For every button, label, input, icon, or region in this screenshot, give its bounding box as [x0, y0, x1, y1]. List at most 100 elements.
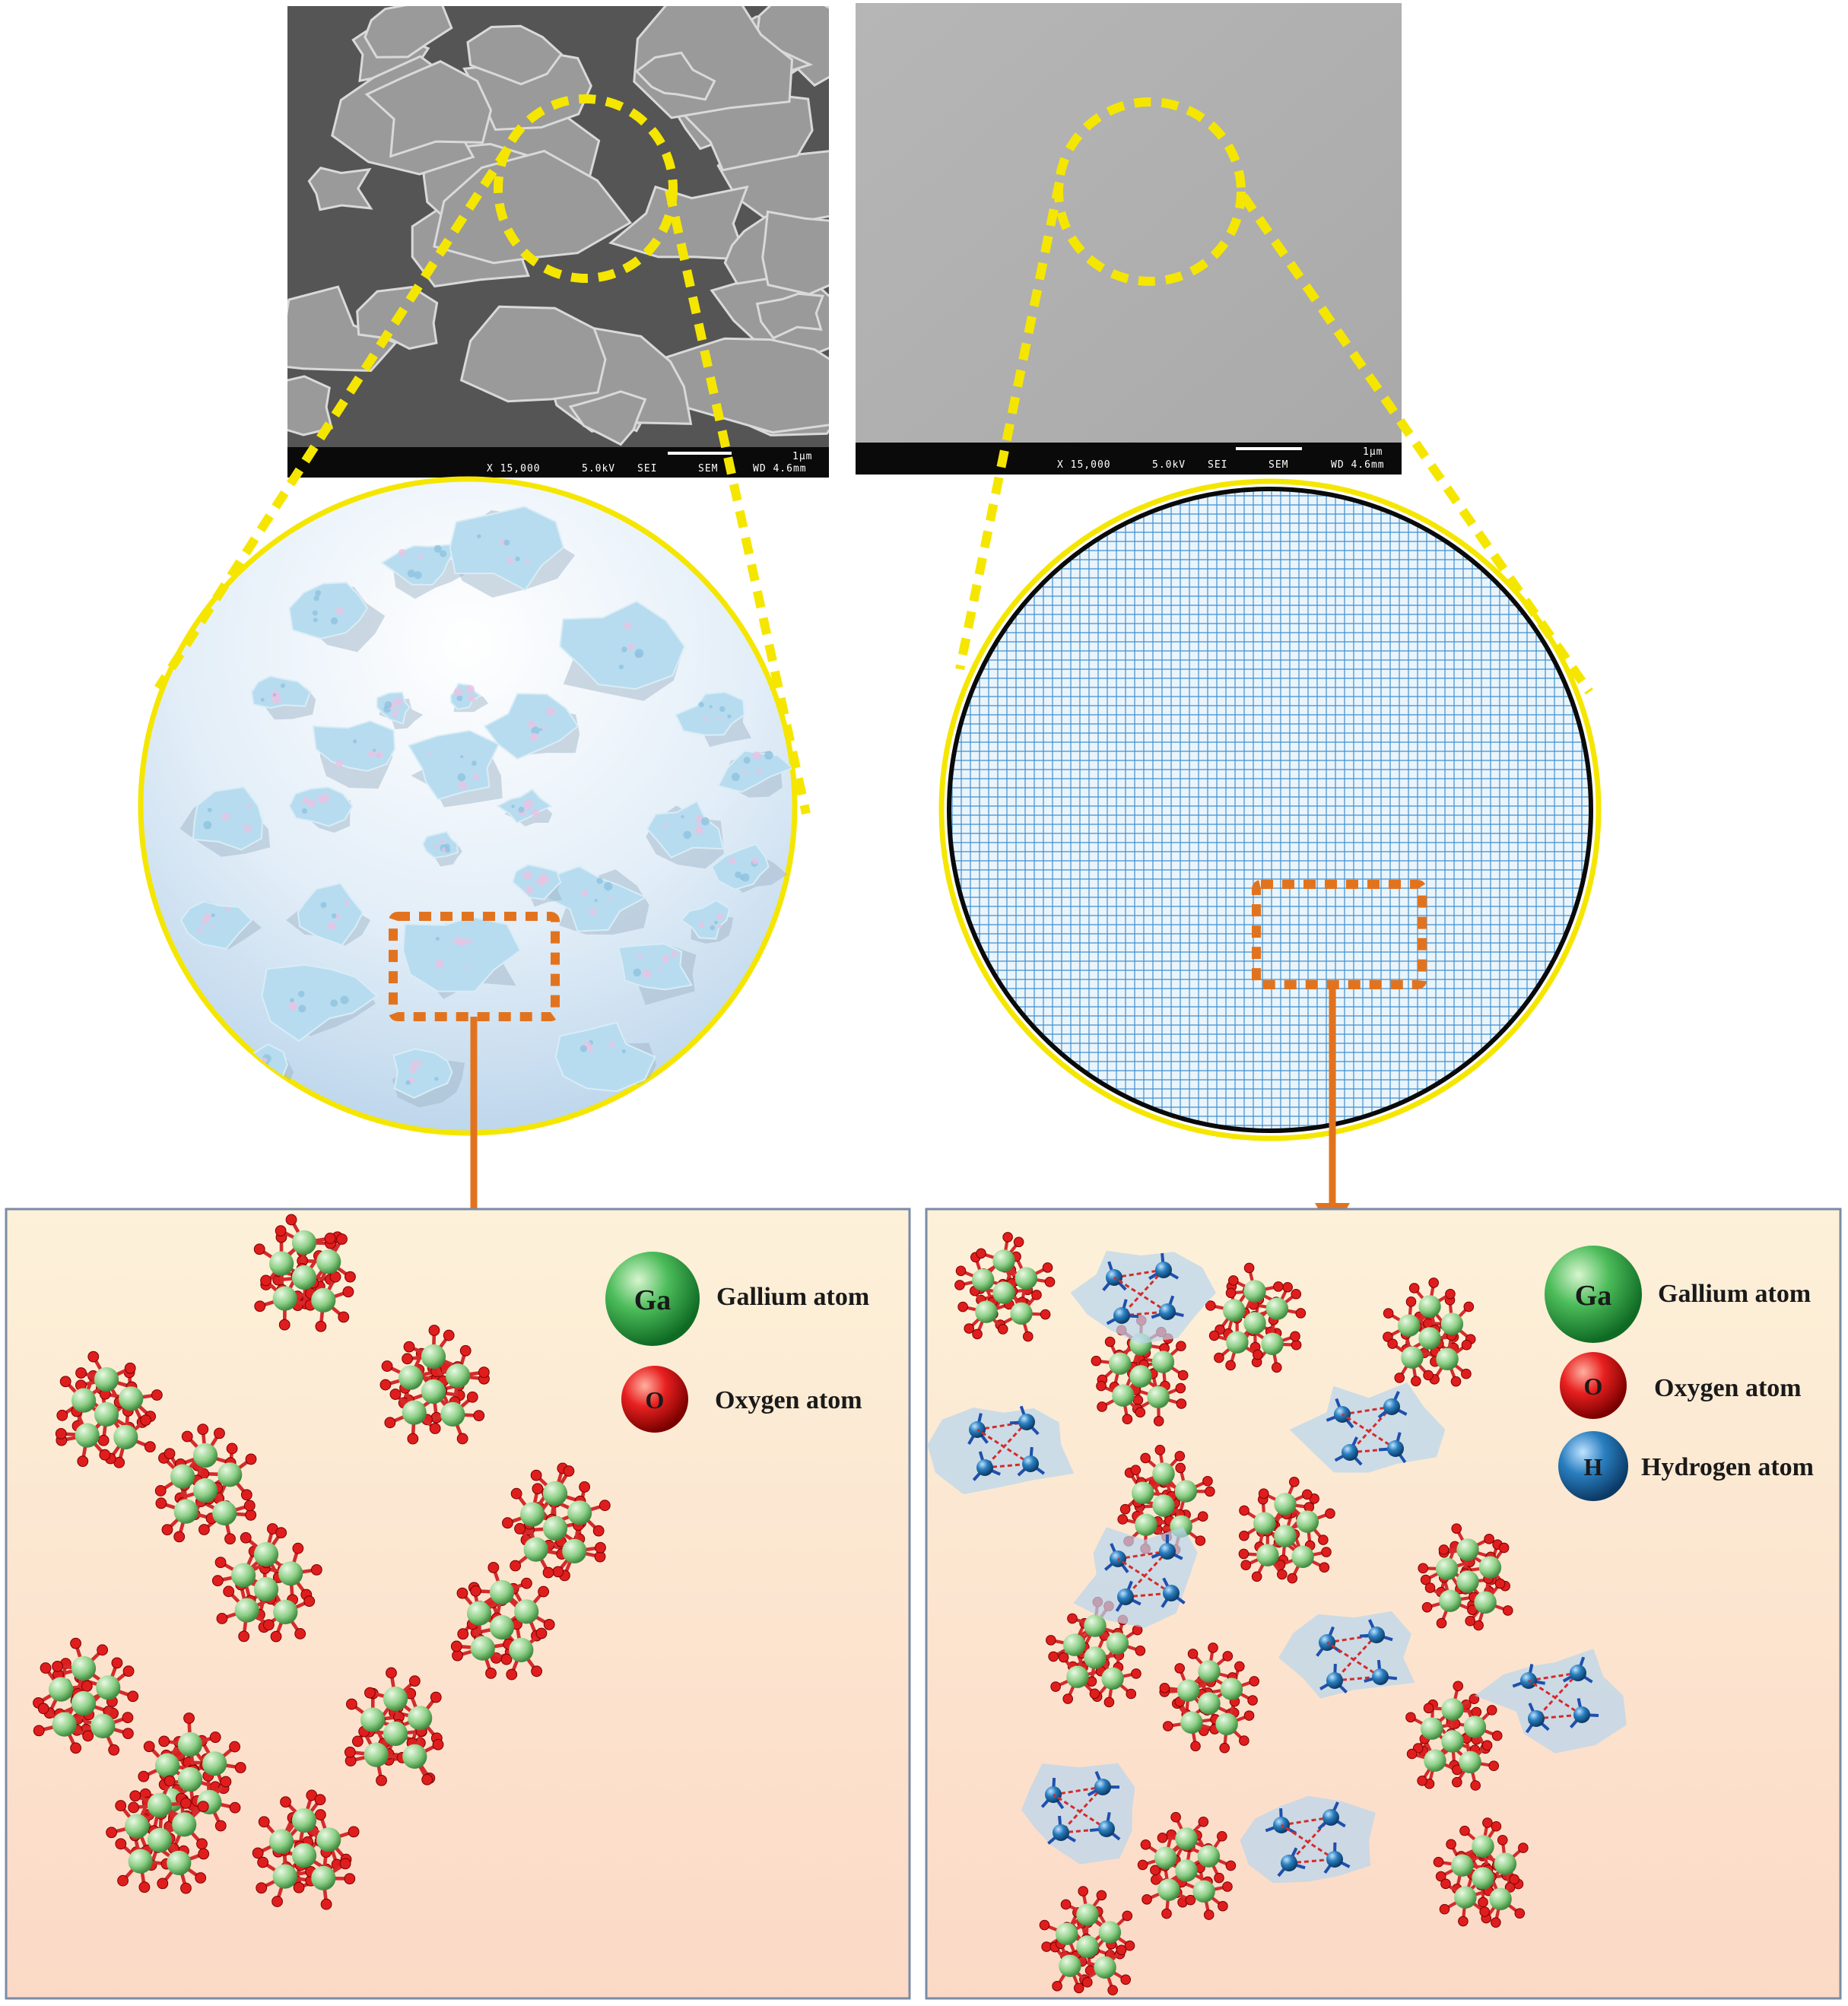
hydrogen-atom — [1155, 1262, 1172, 1278]
oxygen-atom — [1405, 1712, 1416, 1723]
oxygen-atom — [275, 1527, 287, 1539]
oxygen-atom — [1238, 1548, 1249, 1560]
gallium-atom — [1154, 1846, 1177, 1869]
oxygen-atom — [1394, 1373, 1405, 1383]
hydrogen-atom — [1368, 1627, 1385, 1643]
oxygen-atom — [1214, 1352, 1224, 1363]
flake-speckle — [457, 938, 466, 947]
oxygen-atom — [1150, 1865, 1161, 1876]
oxygen-atom — [1438, 1544, 1450, 1555]
oxygen-atom — [122, 1728, 134, 1740]
oxygen-atom — [245, 1509, 257, 1521]
oxygen-atom — [1122, 1414, 1133, 1425]
flake — [392, 1048, 453, 1099]
oxygen-atom — [1205, 1300, 1216, 1311]
hydrogen-cluster — [927, 1405, 1075, 1495]
oxygen-atom — [224, 1533, 236, 1545]
sem-left-wd: WD 4.6mm — [753, 463, 807, 475]
oxygen-atom — [115, 1838, 127, 1850]
gallium-atom — [1175, 1827, 1198, 1850]
gallium-atom — [1418, 1327, 1441, 1350]
oxygen-atom — [1509, 1874, 1519, 1885]
gallium-atom — [1175, 1859, 1198, 1882]
flake-speckle — [468, 694, 475, 702]
gallium-atom — [1084, 1614, 1107, 1637]
oxygen-atom — [456, 1587, 468, 1599]
sem-flake — [287, 285, 398, 373]
gallium-atom — [1456, 1570, 1479, 1593]
oxygen-atom — [59, 1376, 71, 1388]
hydrogen-atom — [1372, 1668, 1389, 1685]
oxygen-atom — [70, 1742, 81, 1754]
legend-right-item-h: H Hydrogen atom — [1558, 1431, 1814, 1501]
flake-speckle — [525, 558, 529, 563]
gallium-atom — [1063, 1633, 1086, 1656]
oxygen-atom — [344, 1746, 356, 1758]
oxygen-atom — [1042, 1262, 1053, 1273]
gallium-atom — [316, 1827, 341, 1852]
legend-left-ga-symbol: Ga — [634, 1284, 672, 1316]
sem-flake — [459, 305, 607, 403]
flake-speckle — [472, 773, 480, 781]
oxygen-atom — [122, 1712, 134, 1724]
oxygen-atom — [1287, 1573, 1298, 1584]
gallium-atom — [1106, 1632, 1129, 1655]
gallium-atom — [364, 1742, 389, 1767]
flake-speckle — [414, 571, 422, 579]
flake-speckle — [538, 728, 542, 732]
oxygen-atom — [164, 1775, 176, 1787]
oxygen-atom — [1175, 1382, 1186, 1394]
oxygen-atom — [1435, 1871, 1446, 1882]
oxygen-atom — [315, 1320, 327, 1332]
gallium-atom — [1094, 1956, 1116, 1979]
oxygen-atom — [1177, 1370, 1189, 1381]
oxygen-atom — [339, 1858, 351, 1870]
oxygen-atom — [1514, 1908, 1526, 1919]
hydrogen-atom — [1573, 1706, 1590, 1723]
panel-left: Ga Gallium atom O Oxygen atom — [5, 1208, 911, 2000]
gallium-atom — [1151, 1351, 1175, 1373]
right-molecular-clusters — [927, 1232, 1627, 1995]
hydrogen-atom-icon — [1558, 1431, 1628, 1501]
oxygen-atom — [407, 1433, 419, 1445]
gallium-atom — [1261, 1332, 1284, 1356]
oxygen-atom — [179, 1797, 192, 1809]
gallium-atom — [383, 1686, 408, 1712]
flake-speckle — [627, 643, 635, 651]
oxygen-atom — [1140, 1839, 1151, 1850]
h-bond — [1113, 1276, 1168, 1313]
ga-o-cluster — [33, 1637, 139, 1756]
oxygen-atom — [223, 1585, 235, 1598]
oxygen-atom — [1277, 1569, 1288, 1580]
flake-speckle — [373, 748, 376, 752]
oxygen-atom — [1239, 1530, 1249, 1541]
flake-speckle — [335, 760, 344, 767]
oxygen-atom — [1225, 1360, 1236, 1371]
oxygen-atom — [1258, 1488, 1269, 1500]
flake-speckle — [756, 768, 763, 774]
oxygen-atom — [381, 1360, 393, 1372]
oxygen-atom — [1465, 1615, 1476, 1627]
gallium-atom — [291, 1808, 317, 1833]
gallium-atom — [94, 1401, 119, 1427]
oxygen-atom — [1208, 1643, 1218, 1653]
flake-speckle — [681, 814, 684, 819]
gallium-atom — [489, 1614, 515, 1640]
sem-flake — [307, 167, 373, 211]
oxygen-atom — [1022, 1331, 1034, 1342]
oxygen-atom — [1119, 1503, 1131, 1515]
gallium-atom — [1441, 1698, 1464, 1721]
ga-o-cluster — [450, 1561, 555, 1681]
gallium-atom — [278, 1561, 303, 1586]
gallium-atom — [992, 1281, 1015, 1304]
h-bond — [1117, 1557, 1172, 1595]
flake-speckle — [633, 968, 642, 977]
flake-speckle — [410, 1060, 416, 1066]
flake-speckle — [662, 954, 670, 963]
gallium-atom — [514, 1599, 539, 1624]
flake-speckle — [523, 803, 531, 811]
gallium-atom — [1256, 1544, 1279, 1566]
oxygen-atom — [348, 1826, 360, 1838]
flake-speckle — [522, 870, 532, 880]
flake-speckle — [433, 544, 442, 553]
